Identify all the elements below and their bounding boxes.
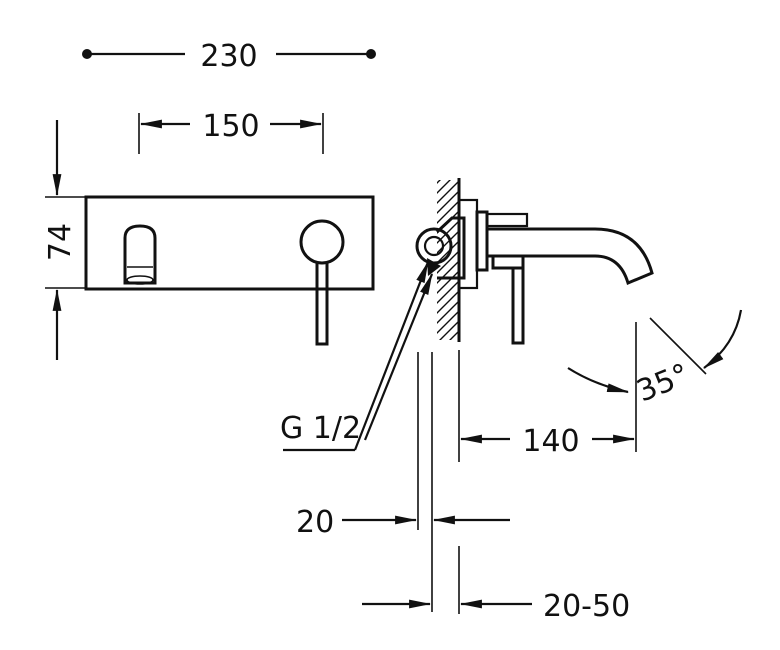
dimension-plate-height: 74 xyxy=(43,120,86,360)
side-view xyxy=(415,178,654,345)
cover-plate xyxy=(84,195,375,291)
front-view xyxy=(84,195,375,346)
thread-callout: G 1/2 xyxy=(280,260,434,452)
dimension-depth-range: 20-50 xyxy=(362,546,630,624)
dimension-label-20-50: 20-50 xyxy=(543,589,630,624)
dimension-angle: 35° xyxy=(567,309,743,409)
dimension-plate-width: 150 xyxy=(138,109,324,154)
dimension-offset: 20 xyxy=(296,352,510,612)
dimension-label-140: 140 xyxy=(522,424,579,459)
dimension-label-230: 230 xyxy=(200,39,257,74)
dimension-label-angle: 35° xyxy=(632,357,694,409)
handle-knob xyxy=(299,219,345,265)
dimension-overall-width: 230 xyxy=(82,39,376,74)
dimension-label-thread: G 1/2 xyxy=(280,411,361,446)
dimension-spout-projection: 140 xyxy=(458,322,637,462)
dimension-label-150: 150 xyxy=(202,109,259,144)
dimension-label-20: 20 xyxy=(296,505,334,540)
dimension-label-74: 74 xyxy=(43,223,78,261)
